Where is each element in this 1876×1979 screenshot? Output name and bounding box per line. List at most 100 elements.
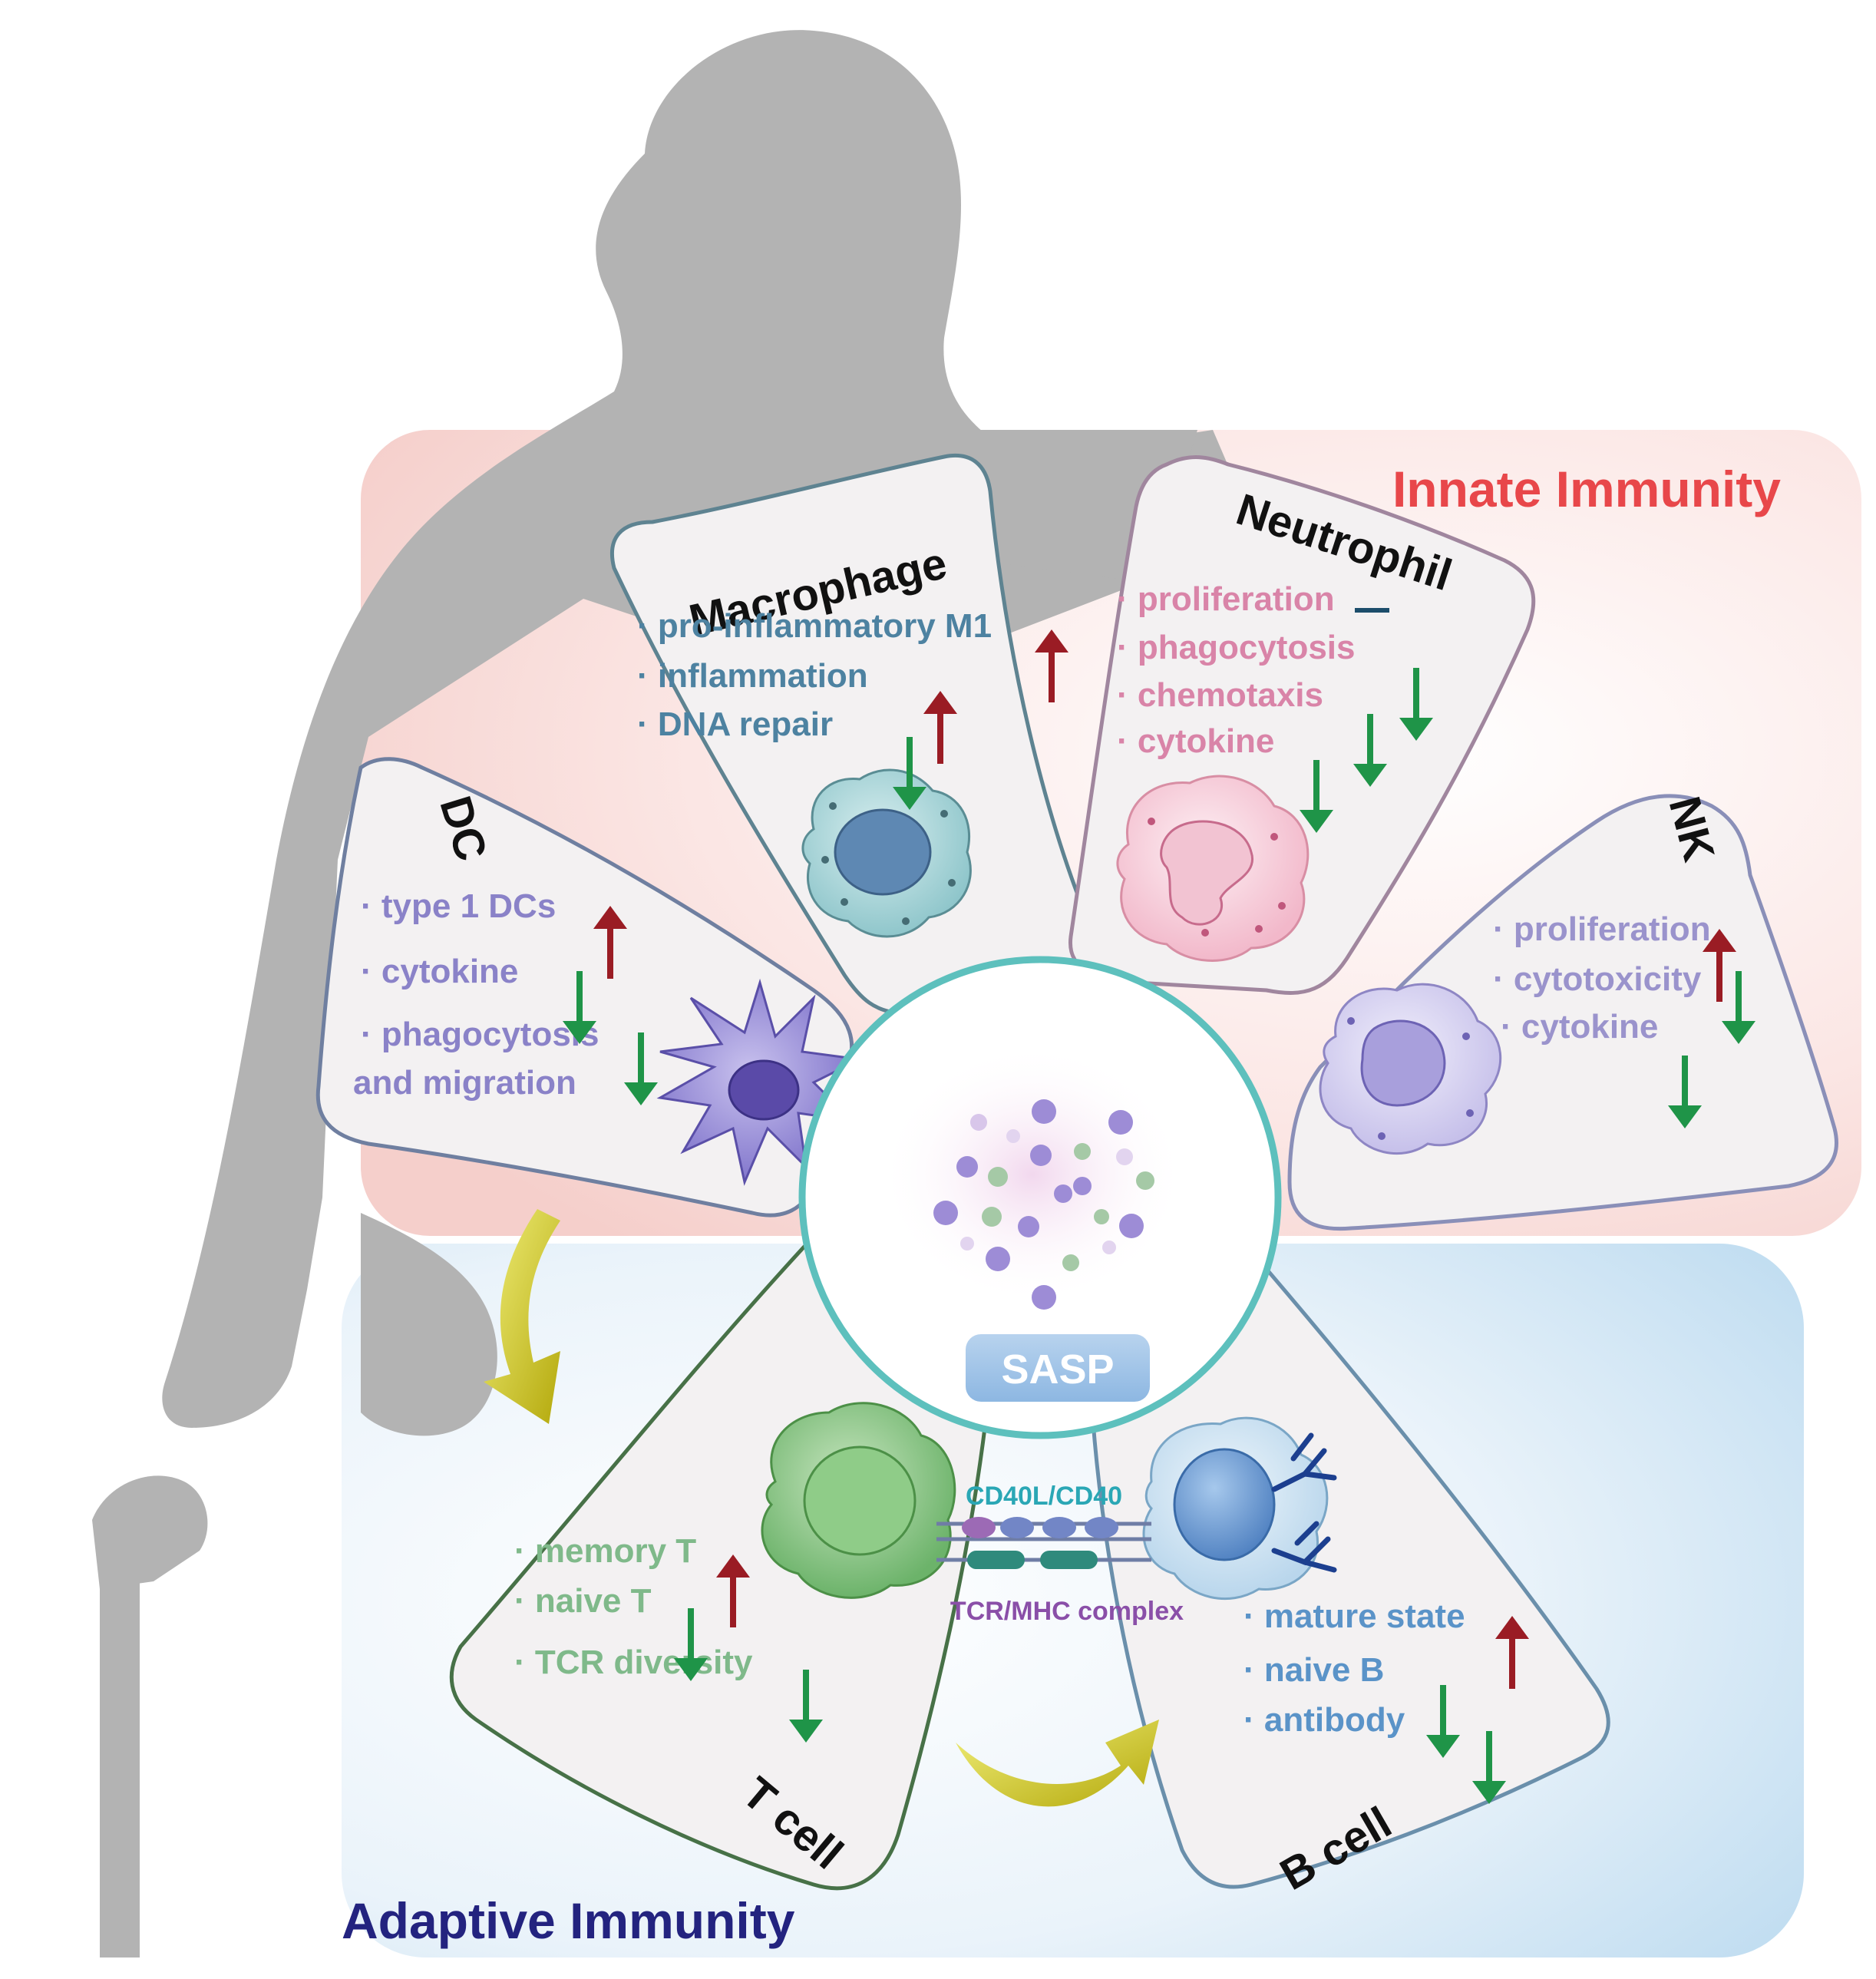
bullet-icon: · xyxy=(1117,580,1138,618)
bullet-icon: · xyxy=(1244,1701,1264,1739)
bullet-icon: · xyxy=(1244,1651,1264,1689)
neutrophil-cell-icon xyxy=(1116,775,1310,962)
sasp-pill xyxy=(966,1334,1150,1402)
bullet-icon: · xyxy=(1493,960,1514,998)
sasp-particle xyxy=(1062,1254,1079,1271)
feature-item-nk: · cytokine xyxy=(1501,1008,1658,1046)
feature-item-dc: · cytokine xyxy=(361,953,518,990)
feature-label: DNA repair xyxy=(658,705,833,743)
bullet-icon: · xyxy=(637,607,658,645)
feature-item-nk: · cytotoxicity xyxy=(1493,960,1702,998)
trend-arrows xyxy=(563,608,1755,1804)
feature-label: antibody xyxy=(1264,1701,1405,1739)
feature-item-tcell: · memory T xyxy=(514,1532,696,1570)
feature-item-macrophage: · DNA repair xyxy=(637,705,833,743)
down-arrow-icon xyxy=(1668,1056,1702,1128)
bullet-icon: · xyxy=(361,1016,381,1053)
feature-label: phagocytosis xyxy=(1138,629,1356,666)
sasp-particle xyxy=(1136,1171,1154,1190)
up-arrow-icon xyxy=(923,691,957,764)
feature-label: memory T xyxy=(535,1532,696,1570)
bullet-icon: · xyxy=(637,705,658,743)
sasp-particle xyxy=(1073,1177,1092,1195)
sasp-particle xyxy=(1030,1145,1052,1166)
macrophage-cell-icon xyxy=(801,768,972,938)
bullet-icon: · xyxy=(1493,910,1514,948)
feature-item-bcell: · antibody xyxy=(1244,1701,1405,1739)
feature-item-nk: · proliferation xyxy=(1493,910,1711,948)
feature-item-dc: and migration xyxy=(353,1064,576,1102)
feature-label: chemotaxis xyxy=(1138,676,1323,714)
feature-item-bcell: · mature state xyxy=(1244,1597,1465,1635)
sasp-particle xyxy=(1032,1285,1056,1310)
sasp-glow xyxy=(879,1044,1186,1305)
down-arrow-icon xyxy=(893,737,926,810)
feature-item-tcell: · TCR diversity xyxy=(514,1644,753,1681)
feature-label: proliferation xyxy=(1138,580,1335,618)
sasp-particle xyxy=(933,1201,958,1225)
up-arrow-icon xyxy=(1703,929,1736,1002)
adaptive-immunity-label: Adaptive Immunity xyxy=(342,1892,795,1949)
sasp-particle xyxy=(1006,1129,1020,1143)
feature-label: inflammation xyxy=(658,657,868,695)
sasp-particle xyxy=(1054,1184,1072,1203)
up-arrow-icon xyxy=(1035,629,1068,702)
feature-label: type 1 DCs xyxy=(381,887,556,925)
feature-item-macrophage: · pro-inflammatory M1 xyxy=(637,607,992,645)
bullet-icon: · xyxy=(1117,722,1138,760)
down-arrow-icon xyxy=(789,1670,823,1743)
dc-cell-icon xyxy=(656,978,864,1186)
sasp-particle xyxy=(956,1156,978,1178)
sasp-label: SASP xyxy=(1001,1346,1114,1393)
cd40-label: CD40L/CD40 xyxy=(966,1482,1122,1511)
tcell-icon xyxy=(761,1402,956,1599)
up-arrow-icon xyxy=(593,906,627,979)
sasp-particle xyxy=(988,1167,1008,1187)
bcell-card xyxy=(1088,1208,1610,1889)
sasp-particle xyxy=(1018,1216,1039,1237)
up-arrow-icon xyxy=(1495,1616,1529,1689)
antibody-icon xyxy=(1271,1432,1337,1573)
bullet-icon: · xyxy=(1501,1008,1521,1046)
sasp-particle xyxy=(1074,1143,1091,1160)
feature-item-neutrophil: · cytokine xyxy=(1117,722,1274,760)
feature-item-neutrophil: · chemotaxis xyxy=(1117,676,1323,714)
bullet-icon: · xyxy=(514,1582,535,1620)
feature-label: and migration xyxy=(353,1064,576,1102)
feature-label: proliferation xyxy=(1514,910,1711,948)
feature-item-tcell: · naive T xyxy=(514,1582,652,1620)
cell-feature-lists: · pro-inflammatory M1· inflammation· DNA… xyxy=(353,580,1711,1739)
tcr-mhc-label: TCR/MHC complex xyxy=(950,1597,1184,1626)
macrophage-card xyxy=(609,454,1111,1016)
bullet-icon: · xyxy=(1117,676,1138,714)
down-arrow-icon xyxy=(1472,1731,1506,1804)
sasp-particle xyxy=(960,1237,974,1251)
sasp-particle xyxy=(970,1114,987,1131)
tcell-to-bcell-arrow xyxy=(956,1720,1159,1807)
innate-immunity-label: Innate Immunity xyxy=(1392,461,1781,517)
bullet-icon: · xyxy=(514,1532,535,1570)
feature-item-bcell: · naive B xyxy=(1244,1651,1384,1689)
bullet-icon: · xyxy=(514,1644,535,1681)
sasp-particle xyxy=(1032,1099,1056,1124)
feature-label: mature state xyxy=(1264,1597,1465,1635)
down-arrow-icon xyxy=(1399,668,1433,741)
feature-label: naive T xyxy=(535,1582,652,1620)
feature-label: cytotoxicity xyxy=(1514,960,1702,998)
sasp-particle xyxy=(982,1207,1002,1227)
sasp-particles xyxy=(933,1099,1154,1310)
down-arrow-icon xyxy=(1300,760,1333,833)
feature-item-macrophage: · inflammation xyxy=(637,657,868,695)
bullet-icon: · xyxy=(637,657,658,695)
feature-label: cytokine xyxy=(1521,1008,1659,1046)
sasp-particle xyxy=(1102,1241,1116,1254)
feature-label: pro-inflammatory M1 xyxy=(658,607,992,645)
feature-item-neutrophil: · phagocytosis xyxy=(1117,629,1356,666)
dc-to-tcell-arrow xyxy=(484,1209,560,1424)
bcell-icon xyxy=(1142,1416,1337,1601)
down-arrow-icon xyxy=(1426,1685,1460,1758)
bullet-icon: · xyxy=(1244,1597,1264,1635)
bullet-icon: · xyxy=(361,953,381,990)
sasp-particle xyxy=(986,1247,1010,1271)
